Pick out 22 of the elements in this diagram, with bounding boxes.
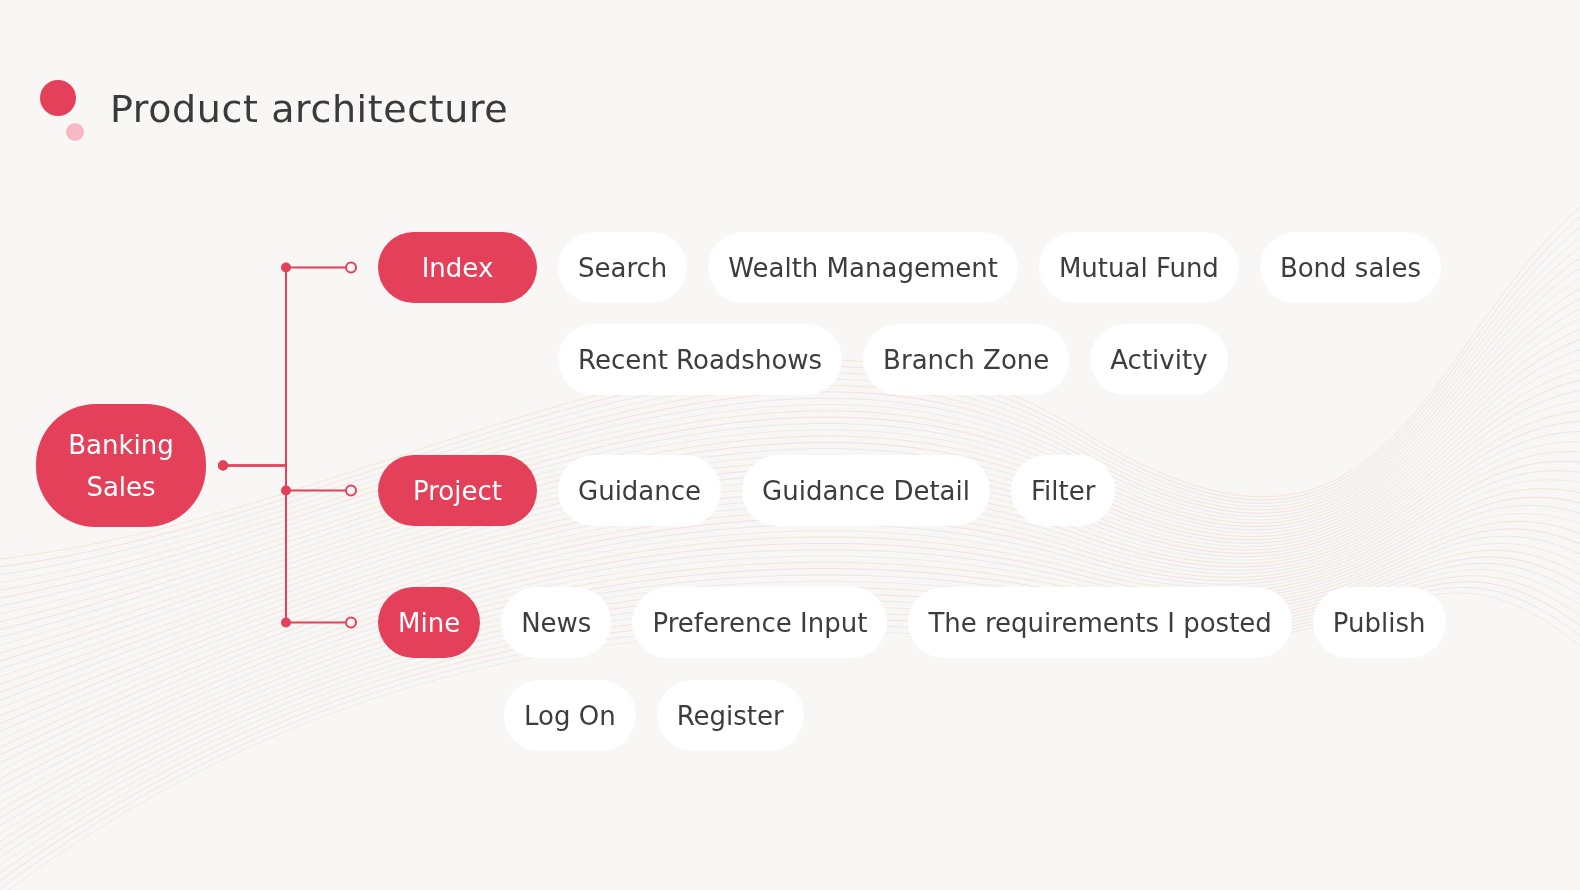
feature-pill: Guidance Detail (742, 455, 990, 526)
feature-pill: Publish (1312, 587, 1446, 658)
root-node: Banking Sales (36, 404, 206, 527)
feature-pill: Register (656, 680, 804, 751)
feature-pill: Wealth Management (708, 232, 1018, 303)
feature-pill: Preference Input (632, 587, 888, 658)
feature-pill: Mutual Fund (1038, 232, 1239, 303)
feature-pill: Filter (1011, 455, 1116, 526)
feature-pill: Guidance (558, 455, 722, 526)
page-title: Product architecture (110, 86, 509, 132)
feature-pill: Branch Zone (863, 324, 1070, 395)
category-pill: Project (378, 455, 537, 526)
feature-pill: Bond sales (1259, 232, 1442, 303)
category-pill: Mine (378, 587, 481, 658)
connector-line (218, 460, 357, 629)
feature-pill: Search (558, 232, 688, 303)
feature-pill: The requirements I posted (908, 587, 1292, 658)
feature-pill: Activity (1090, 324, 1228, 395)
feature-pill: Log On (504, 680, 636, 751)
feature-pill: Recent Roadshows (558, 324, 843, 395)
category-pill: Index (378, 232, 537, 303)
feature-pill: News (501, 587, 612, 658)
